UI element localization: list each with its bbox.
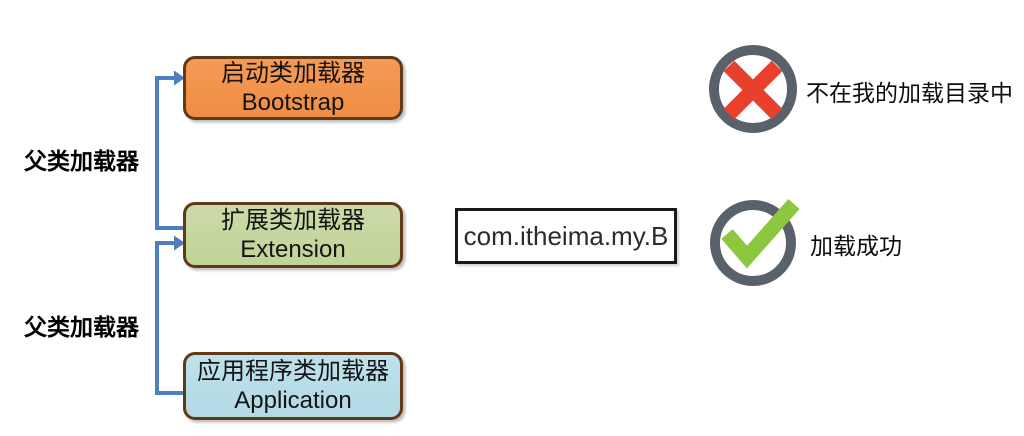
icon-ring xyxy=(710,200,796,286)
arrowhead-icon xyxy=(174,70,185,86)
parent-loader-label-2: 父类加载器 xyxy=(24,314,139,340)
icon-ring xyxy=(709,45,797,133)
connector-extension-to-bootstrap xyxy=(155,70,185,230)
parent-loader-label-1: 父类加载器 xyxy=(24,148,139,174)
class-name-box: com.itheima.my.B xyxy=(455,208,677,264)
extension-loader-title: 扩展类加载器 xyxy=(221,207,365,234)
cross-stroke xyxy=(723,60,783,120)
application-loader-box: 应用程序类加载器 Application xyxy=(183,352,403,420)
class-name-text: com.itheima.my.B xyxy=(463,220,669,251)
status-fail-text: 不在我的加载目录中 xyxy=(806,80,1013,106)
bootstrap-loader-box: 启动类加载器 Bootstrap xyxy=(183,56,403,120)
cross-circle-icon xyxy=(709,45,797,133)
bootstrap-loader-title: 启动类加载器 xyxy=(221,60,365,87)
status-success-text: 加载成功 xyxy=(810,233,902,259)
connector-application-to-extension xyxy=(155,235,185,395)
application-loader-title: 应用程序类加载器 xyxy=(197,358,389,385)
application-loader-subtitle: Application xyxy=(234,387,352,414)
arrowhead-icon xyxy=(174,235,185,251)
extension-loader-box: 扩展类加载器 Extension xyxy=(183,202,403,268)
bootstrap-loader-subtitle: Bootstrap xyxy=(241,89,345,116)
check-stroke xyxy=(721,199,800,269)
connector-line xyxy=(155,76,183,230)
check-circle-icon xyxy=(710,199,800,286)
extension-loader-subtitle: Extension xyxy=(240,236,346,263)
connector-line xyxy=(155,241,183,395)
